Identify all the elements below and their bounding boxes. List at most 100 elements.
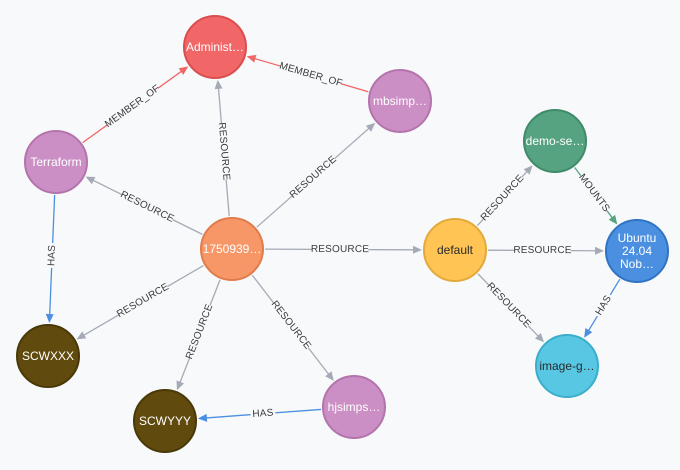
node-circle <box>200 217 264 281</box>
node-label: Terraform <box>30 155 81 169</box>
graph-edge[interactable]: RESOURCE <box>477 273 545 343</box>
node-label: Ubuntu <box>618 231 657 245</box>
node-label: SCWXXX <box>22 349 74 363</box>
edge-label-bg <box>183 303 216 361</box>
graph-node-scwxxx[interactable]: SCWXXX <box>16 324 80 388</box>
edge-label-bg <box>103 83 162 130</box>
graph-edge[interactable]: MEMBER_OF <box>82 66 189 144</box>
edge-label: RESOURCE <box>484 281 532 331</box>
nodes-layer: Administ… mbsimp… Terraform 1750939… demo-se… <box>16 15 669 453</box>
node-circle <box>16 324 80 388</box>
arrowhead-icon <box>584 328 593 338</box>
node-label: mbsimp… <box>373 94 427 108</box>
arrowhead-icon <box>523 165 533 175</box>
arrowhead-icon <box>176 380 184 391</box>
edge-label-bg <box>268 299 313 352</box>
arrowhead-icon <box>85 176 96 185</box>
edge-label: RESOURCE <box>115 281 171 320</box>
graph-edge[interactable]: RESOURCE <box>76 265 204 340</box>
graph-edge[interactable]: RESOURCE <box>264 243 423 256</box>
graph-edge[interactable]: HAS <box>584 278 621 338</box>
arrowhead-icon <box>197 413 208 422</box>
arrowhead-icon <box>365 122 376 132</box>
edge-label: RESOURCE <box>216 122 232 181</box>
graph-edge[interactable]: RESOURCE <box>476 165 533 227</box>
edge-label: HAS <box>252 407 274 420</box>
node-label: hjsimps… <box>328 400 381 414</box>
arrowhead-icon <box>325 371 334 381</box>
node-circle <box>133 389 197 453</box>
graph-node-ubuntu[interactable]: Ubuntu24.04Nob… <box>605 219 669 283</box>
edge-label-bg <box>215 122 233 181</box>
node-label: 1750939… <box>203 242 262 256</box>
graph-edge[interactable]: HAS <box>45 194 59 324</box>
arrowhead-icon <box>594 246 605 255</box>
node-circle <box>368 69 432 133</box>
edge-label: HAS <box>46 245 58 267</box>
edge-label: RESOURCE <box>269 299 313 352</box>
graph-edge[interactable]: HAS <box>197 406 322 422</box>
graph-node-admin[interactable]: Administ… <box>183 15 247 79</box>
edge-label: RESOURCE <box>513 245 571 256</box>
edges-layer: MEMBER_OF MEMBER_OF RESOURCE RESOURCE RESOUR… <box>45 54 621 422</box>
node-label: Administ… <box>186 40 244 54</box>
node-label: image-g… <box>539 359 594 373</box>
edge-label: MEMBER_OF <box>278 61 344 90</box>
edge-label: RESOURCE <box>479 173 527 223</box>
node-circle <box>322 375 386 439</box>
node-label: Nob… <box>620 257 654 271</box>
arrowhead-icon <box>214 79 223 90</box>
node-label: 24.04 <box>622 244 652 258</box>
graph-edge[interactable]: MOUNTS <box>574 167 618 225</box>
graph-node-mbsimp[interactable]: mbsimp… <box>368 69 432 133</box>
edge-label-bg <box>592 291 616 320</box>
edge-label: RESOURCE <box>119 189 176 225</box>
arrowhead-icon <box>246 54 257 63</box>
node-circle <box>183 15 247 79</box>
graph-node-terraform[interactable]: Terraform <box>24 130 88 194</box>
node-label: default <box>437 243 474 257</box>
graph-edge[interactable]: RESOURCE <box>176 279 221 391</box>
graph-edge[interactable]: RESOURCE <box>256 122 376 228</box>
edge-label-bg <box>115 281 171 321</box>
edge-label-bg <box>311 243 369 256</box>
node-label: SCWYYY <box>139 414 191 428</box>
edge-label: RESOURCE <box>311 244 369 255</box>
graph-node-hjsimps[interactable]: hjsimps… <box>322 375 386 439</box>
graph-node-center[interactable]: 1750939… <box>200 217 264 281</box>
edge-label-bg <box>484 281 533 330</box>
node-circle <box>605 219 669 283</box>
arrowhead-icon <box>76 331 87 340</box>
edge-label: RESOURCE <box>184 302 215 360</box>
graph-edge[interactable]: RESOURCE <box>487 244 605 257</box>
graph-edge[interactable]: RESOURCE <box>85 176 203 235</box>
edge-label-bg <box>514 244 571 257</box>
graph-edge[interactable]: RESOURCE <box>214 79 233 217</box>
edge-label-bg <box>119 189 176 225</box>
arrowhead-icon <box>178 66 189 75</box>
edge-label-bg <box>576 172 612 215</box>
arrowhead-icon <box>412 245 423 254</box>
arrowhead-icon <box>45 313 54 324</box>
graph-node-image[interactable]: image-g… <box>535 334 599 398</box>
edge-label: MOUNTS <box>576 172 612 214</box>
node-label: demo-se… <box>526 134 585 148</box>
edge-label: RESOURCE <box>288 154 339 201</box>
node-circle <box>423 218 487 282</box>
graph-edge[interactable]: RESOURCE <box>251 274 334 381</box>
edge-label: MEMBER_OF <box>103 83 162 130</box>
arrowhead-icon <box>534 333 545 343</box>
edge-label-bg <box>288 154 339 201</box>
graph-node-demo[interactable]: demo-se… <box>523 109 587 173</box>
node-circle <box>24 130 88 194</box>
edge-label-bg <box>45 242 59 269</box>
graph-edge[interactable]: MEMBER_OF <box>246 54 369 93</box>
arrowhead-icon <box>608 214 618 225</box>
graph-node-default[interactable]: default <box>423 218 487 282</box>
edge-label-bg <box>250 406 276 421</box>
graph-node-scwyyy[interactable]: SCWYYY <box>133 389 197 453</box>
edge-label-bg <box>479 173 527 223</box>
node-circle <box>523 109 587 173</box>
edge-label-bg <box>279 60 343 90</box>
